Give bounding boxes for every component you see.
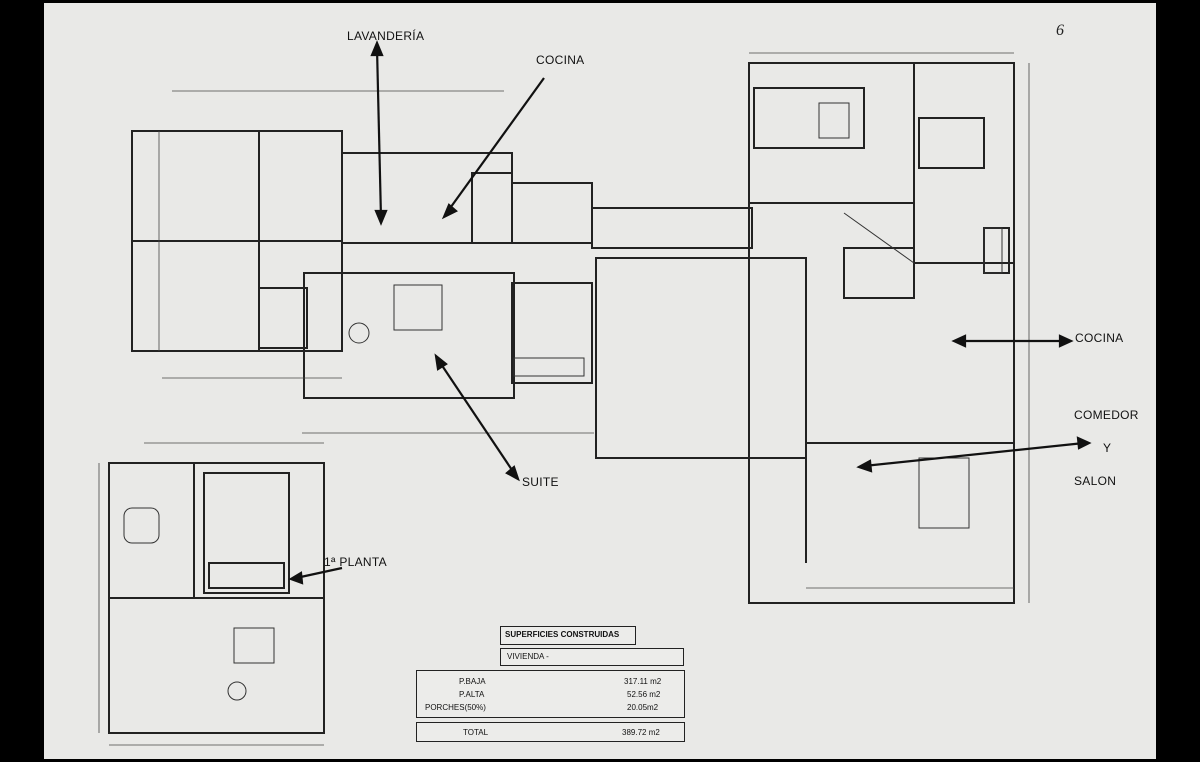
upper-staircase [203, 472, 290, 594]
row-p-alta-name: P.ALTA [459, 690, 485, 699]
surfaces-title: SUPERFICIES CONSTRUIDAS [505, 630, 620, 639]
surfaces-table: P.BAJA 317.11 m2 P.ALTA 52.56 m2 PORCHES… [416, 670, 685, 718]
surfaces-title-box: SUPERFICIES CONSTRUIDAS [500, 626, 636, 645]
label-comedor: COMEDOR [1074, 408, 1139, 422]
row-porches-name: PORCHES(50%) [425, 703, 486, 712]
service-bath [511, 182, 593, 244]
label-y: Y [1103, 441, 1112, 455]
total-label: TOTAL [463, 728, 489, 737]
label-cocina-top: COCINA [536, 53, 585, 67]
row-p-baja-value: 317.11 m2 [624, 677, 662, 686]
floor-plan-drawing: 6 [98, 22, 1092, 746]
label-primera-planta: 1ª PLANTA [324, 555, 387, 569]
suite-room [303, 272, 515, 399]
row-porches-value: 20.05m2 [627, 703, 659, 712]
vivienda-label: VIVIENDA - [507, 652, 549, 661]
staircase [843, 247, 915, 299]
bedroom-right-2 [753, 87, 865, 149]
page-number: 6 [1056, 22, 1064, 39]
vivienda-box: VIVIENDA - [500, 648, 684, 666]
wing-right [748, 62, 1015, 604]
label-lavanderia: LAVANDERÍA [347, 29, 425, 43]
row-p-alta-value: 52.56 m2 [627, 690, 661, 699]
label-salon: SALON [1074, 474, 1117, 488]
label-suite: SUITE [522, 475, 559, 489]
bedroom-right [918, 117, 985, 169]
corridor [591, 207, 753, 249]
row-p-baja-name: P.BAJA [459, 677, 486, 686]
label-cocina-right: COCINA [1075, 331, 1124, 345]
floor-plan-sheet: 6 LAVANDERÍA COCINA SUITE COCINA COMEDOR… [44, 3, 1156, 759]
suite-bath [511, 282, 593, 384]
surfaces-total: TOTAL 389.72 m2 [416, 722, 685, 742]
total-value: 389.72 m2 [622, 728, 660, 737]
courtyard [595, 257, 807, 459]
bathroom-left [258, 287, 308, 349]
laundry-kitchen-block [341, 152, 513, 244]
